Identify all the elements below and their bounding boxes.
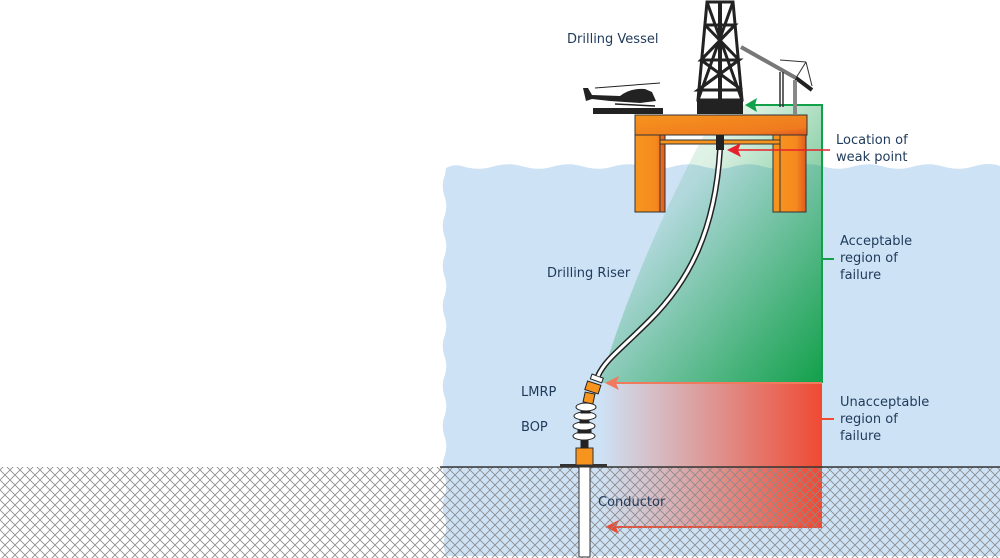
label-conductor: Conductor <box>598 495 666 510</box>
label-acceptable-3: failure <box>840 268 882 283</box>
conductor-pipe <box>578 466 591 558</box>
seabed-soil <box>0 467 1000 558</box>
label-unacceptable-3: failure <box>840 429 882 444</box>
label-lmrp: LMRP <box>521 385 557 400</box>
drilling-vessel <box>634 114 808 213</box>
label-drilling-vessel: Drilling Vessel <box>567 32 659 47</box>
drilling-riser-core <box>596 149 722 377</box>
label-acceptable-2: region of <box>840 251 898 266</box>
helicopter-icon <box>583 82 663 114</box>
bop-stack <box>572 402 597 449</box>
label-drilling-riser: Drilling Riser <box>547 266 631 281</box>
lmrp-stack <box>582 373 604 405</box>
derrick-tower <box>693 0 744 114</box>
acceptable-region-outline <box>752 104 823 383</box>
label-bop: BOP <box>521 420 548 435</box>
weak-point-arrow-icon <box>727 143 741 157</box>
label-unacceptable-2: region of <box>840 412 898 427</box>
label-unacceptable-1: Unacceptable <box>840 395 930 410</box>
label-weak-point-1: Location of <box>836 133 908 148</box>
wellhead-housing <box>575 447 594 466</box>
green-arrow-icon <box>745 98 757 112</box>
lmrp-arrow-icon <box>605 376 619 390</box>
crane <box>740 45 814 114</box>
label-weak-point-2: weak point <box>836 150 908 165</box>
label-acceptable-1: Acceptable <box>840 234 913 249</box>
